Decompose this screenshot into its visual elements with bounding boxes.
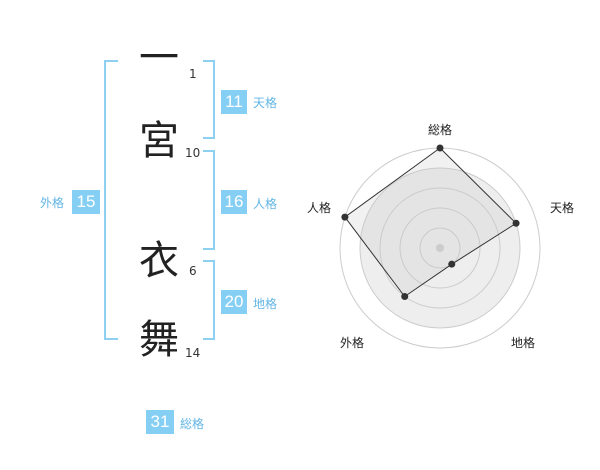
soukaku-value: 31 (146, 410, 174, 434)
radar-point-3 (448, 260, 456, 268)
radar-axis-label-jinkaku: 人格 (307, 201, 332, 215)
name-char-1: 一 (139, 35, 179, 81)
name-char-3: 衣 (139, 238, 179, 284)
radar-point-1 (436, 144, 444, 152)
stroke-count-3: 6 (189, 264, 197, 278)
name-char-2: 宮 (139, 118, 179, 164)
soukaku-label: 総格 (180, 417, 205, 431)
name-char-4: 舞 (139, 317, 179, 363)
chikaku-value: 20 (221, 290, 247, 314)
gaikaku-bracket (104, 60, 118, 340)
jinkaku-value: 16 (221, 190, 247, 214)
radar-axis-label-chikaku: 地格 (511, 336, 536, 350)
jinkaku-label: 人格 (253, 197, 278, 211)
stroke-count-4: 14 (185, 346, 201, 360)
radar-axis-label-tenkaku: 天格 (550, 201, 575, 215)
gaikaku-value: 15 (72, 190, 100, 214)
tenkaku-value: 11 (221, 90, 247, 114)
tenkaku-bracket (203, 60, 215, 139)
chikaku-label: 地格 (253, 297, 278, 311)
radar-point-2 (512, 219, 520, 227)
radar-axis-label-gaikaku: 外格 (340, 336, 365, 350)
radar-axis-label-soukaku: 総格 (428, 123, 453, 137)
chikaku-bracket (203, 260, 215, 340)
radar-value-polygon (344, 147, 517, 298)
stroke-count-2: 10 (185, 146, 201, 160)
radar-point-4 (401, 293, 409, 301)
stroke-count-1: 1 (189, 67, 197, 81)
tenkaku-label: 天格 (253, 96, 278, 110)
jinkaku-bracket (203, 150, 215, 250)
radar-center-dot (436, 244, 444, 252)
radar-point-5 (341, 213, 349, 221)
gaikaku-label: 外格 (40, 196, 65, 210)
